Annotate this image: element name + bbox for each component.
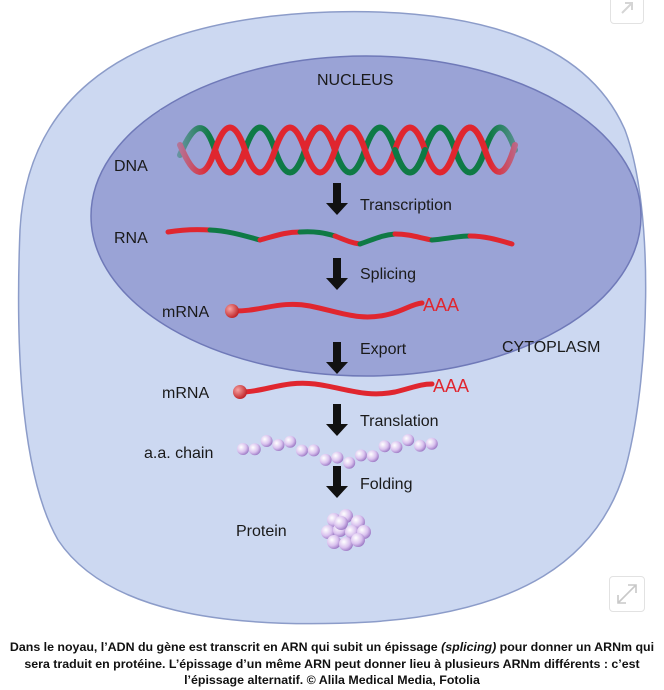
- protein-bead: [334, 516, 348, 530]
- mrna-cytoplasm-label: mRNA: [162, 385, 209, 402]
- amino-acid-bead: [378, 440, 391, 453]
- aa-chain-label: a.a. chain: [144, 445, 213, 462]
- amino-acid-bead: [366, 450, 379, 463]
- transcription-arrow: [326, 183, 348, 215]
- dna-label: DNA: [114, 158, 148, 175]
- amino-acid-bead: [296, 444, 308, 457]
- gene-expression-diagram: NUCLEUS CYTOPLASM DNA RNA mRNA mRNA a.a.…: [17, 10, 647, 625]
- folding-step-label: Folding: [360, 476, 412, 493]
- amino-acid-bead: [260, 434, 273, 447]
- amino-acid-chain: [237, 434, 438, 469]
- amino-acid-bead: [248, 443, 261, 456]
- caption-text-1: Dans le noyau, l’ADN du gène est transcr…: [9, 640, 442, 654]
- export-arrow: [326, 342, 348, 374]
- caption-italic: (splicing): [441, 640, 497, 654]
- dna-helix: [160, 110, 540, 190]
- export-step-label: Export: [360, 341, 407, 358]
- rna-label: RNA: [114, 230, 148, 247]
- protein-bead: [351, 533, 365, 547]
- poly-a-tail-cytoplasm: AAA: [433, 376, 469, 396]
- transcription-step-label: Transcription: [360, 197, 452, 214]
- amino-acid-bead: [343, 456, 356, 469]
- amino-acid-bead: [284, 435, 297, 448]
- figure-caption: Dans le noyau, l’ADN du gène est transcr…: [4, 639, 660, 689]
- amino-acid-bead: [355, 449, 367, 462]
- expand-button[interactable]: [609, 576, 645, 612]
- translation-step-label: Translation: [360, 413, 439, 430]
- amino-acid-bead: [425, 437, 438, 450]
- mrna-nucleus: [225, 300, 425, 320]
- mrna-cytoplasm: [233, 380, 435, 399]
- protein-bead: [339, 537, 353, 551]
- splicing-step-label: Splicing: [360, 266, 416, 283]
- amino-acid-bead: [414, 439, 426, 452]
- poly-a-tail-nucleus: AAA: [423, 295, 459, 315]
- amino-acid-bead: [390, 441, 403, 454]
- amino-acid-bead: [319, 453, 332, 466]
- amino-acid-bead: [237, 443, 249, 455]
- expand-icon: [617, 584, 637, 604]
- folded-protein: [321, 509, 371, 551]
- amino-acid-bead: [272, 439, 285, 452]
- nucleus: [90, 55, 642, 377]
- mrna-nucleus-label: mRNA: [162, 304, 209, 321]
- folding-arrow: [326, 466, 348, 498]
- caption-text-2: pour donner un ARNm qui sera traduit en …: [24, 640, 655, 687]
- protein-bead: [327, 535, 341, 549]
- nucleus-label: NUCLEUS: [317, 72, 393, 89]
- share-button[interactable]: [610, 0, 644, 24]
- protein-label: Protein: [236, 523, 287, 540]
- splicing-arrow: [326, 258, 348, 290]
- cytoplasm-label: CYTOPLASM: [502, 339, 600, 356]
- rna-strand: [165, 227, 515, 247]
- amino-acid-bead: [331, 451, 344, 464]
- amino-acid-bead: [307, 444, 320, 457]
- amino-acid-bead: [402, 434, 415, 447]
- share-arrow-icon: [621, 2, 633, 14]
- translation-arrow: [326, 404, 348, 436]
